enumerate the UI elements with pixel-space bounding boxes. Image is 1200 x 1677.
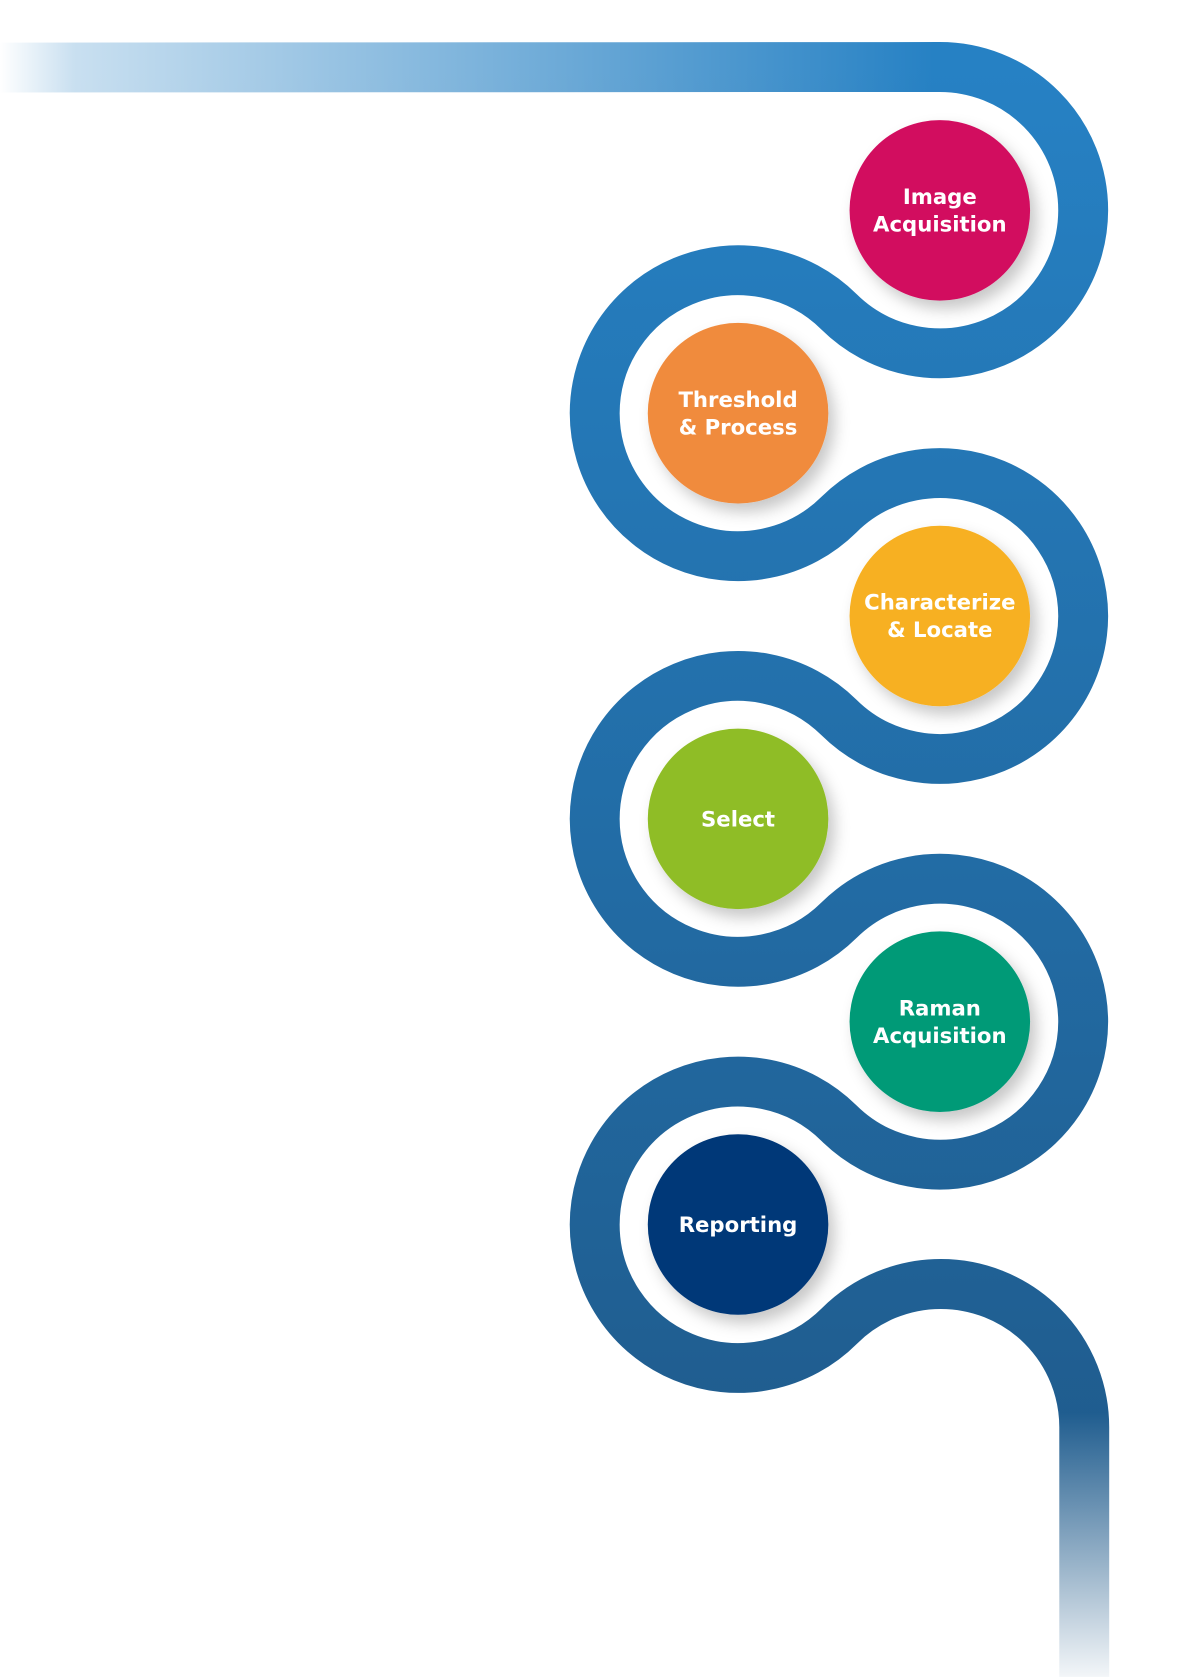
step-label: Raman bbox=[899, 996, 981, 1021]
step-label: Acquisition bbox=[873, 213, 1007, 238]
step-label: Threshold bbox=[678, 388, 797, 413]
track-fade-bottom bbox=[1056, 1412, 1123, 1677]
step-label: Select bbox=[701, 807, 775, 832]
step-2: Threshold& Process bbox=[647, 322, 829, 504]
step-3: Characterize& Locate bbox=[849, 525, 1031, 707]
step-label: Acquisition bbox=[873, 1024, 1007, 1049]
step-circle bbox=[849, 931, 1031, 1112]
step-circle bbox=[647, 1134, 829, 1315]
step-label: Reporting bbox=[679, 1213, 798, 1238]
step-label: Image bbox=[903, 185, 977, 210]
step-circle bbox=[849, 120, 1031, 301]
step-label: & Process bbox=[679, 415, 798, 440]
step-circle bbox=[849, 525, 1031, 707]
process-track bbox=[0, 42, 1110, 1677]
step-4: Select bbox=[647, 728, 829, 910]
step-circle bbox=[647, 728, 829, 910]
step-6: Reporting bbox=[647, 1134, 829, 1315]
step-label: & Locate bbox=[887, 618, 992, 643]
step-circle bbox=[647, 322, 829, 504]
track-fade-left bbox=[0, 40, 935, 96]
step-label: Characterize bbox=[864, 591, 1015, 616]
